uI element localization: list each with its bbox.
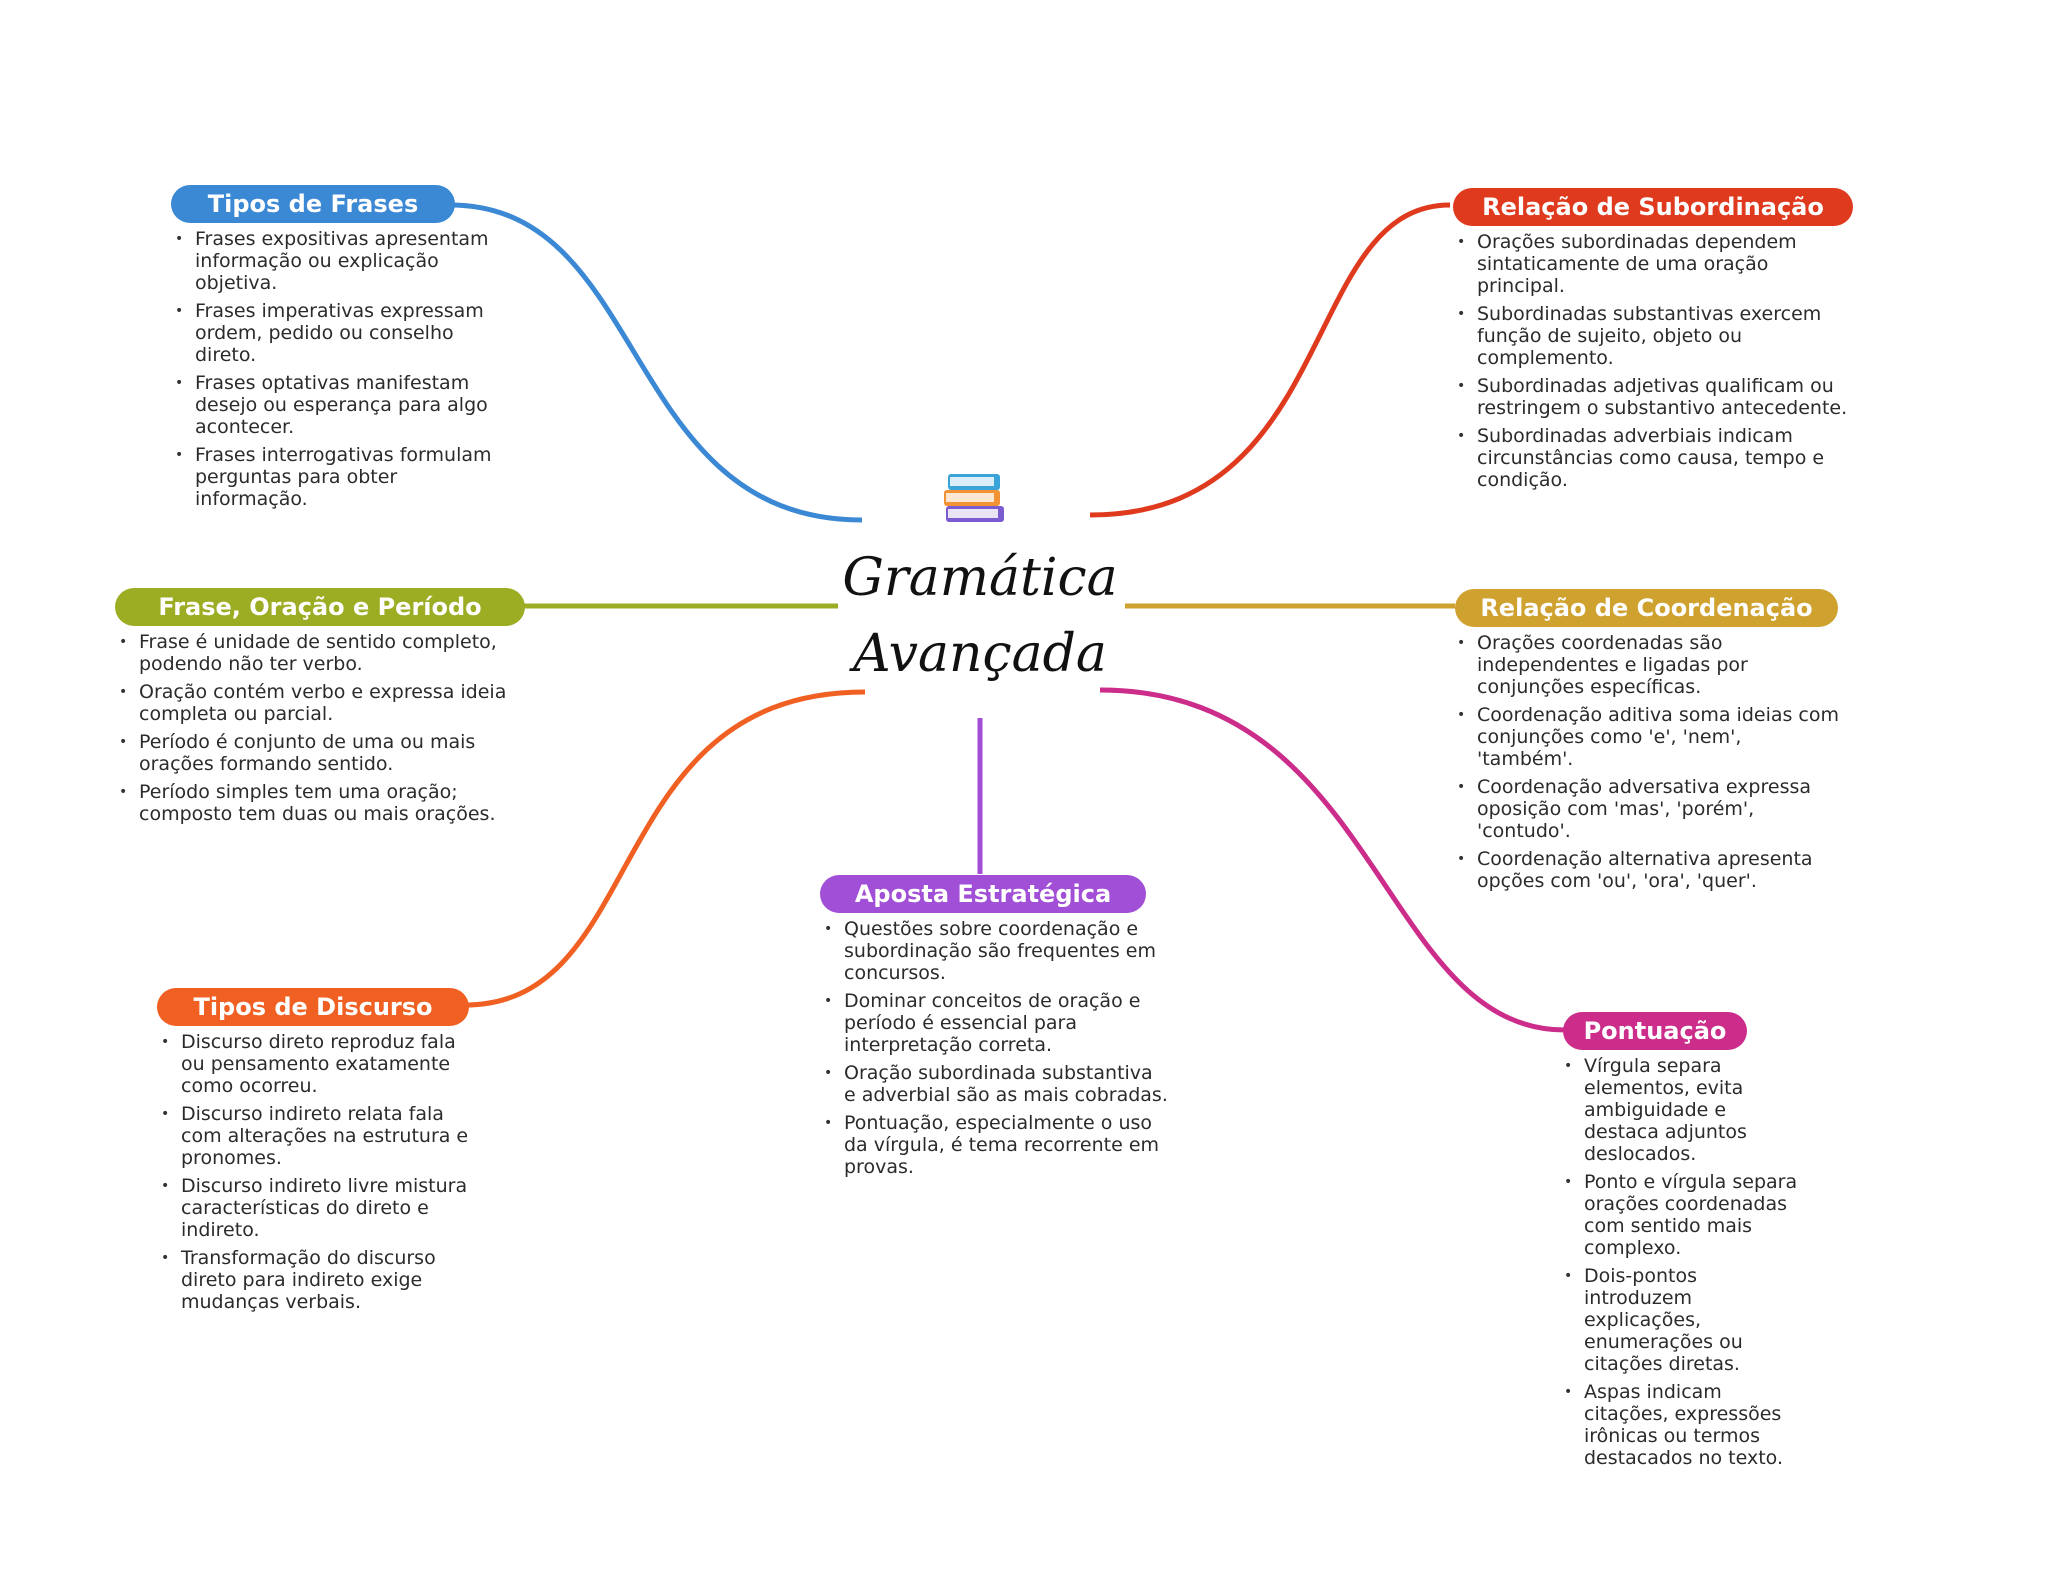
central-title-line2: Avançada (853, 624, 1107, 684)
note-item: Oração contém verbo e expressa ideia com… (115, 681, 515, 725)
notes-tipos-de-frases: Frases expositivas apresentam informação… (171, 228, 501, 516)
note-item: Ponto e vírgula separa orações coordenad… (1560, 1171, 1800, 1259)
notes-relacao-subordinacao: Orações subordinadas dependem sintaticam… (1453, 231, 1848, 497)
note-item: Orações coordenadas são independentes e … (1453, 632, 1843, 698)
note-item: Questões sobre coordenação e subordinaçã… (820, 918, 1170, 984)
note-item: Dois-pontos introduzem explicações, enum… (1560, 1265, 1800, 1375)
topic-tipos-de-frases[interactable]: Tipos de Frases (171, 185, 455, 223)
connector-relacao-subordinacao (1089, 202, 1451, 518)
note-item: Subordinadas adjetivas qualificam ou res… (1453, 375, 1848, 419)
books-icon (944, 474, 1004, 522)
central-title: Gramática Avançada (820, 540, 1140, 692)
note-item: Discurso indireto relata fala com altera… (157, 1103, 477, 1169)
central-title-line1: Gramática (842, 548, 1118, 608)
note-item: Orações subordinadas dependem sintaticam… (1453, 231, 1848, 297)
note-item: Subordinadas substantivas exercem função… (1453, 303, 1848, 369)
note-item: Período é conjunto de uma ou mais oraçõe… (115, 731, 515, 775)
note-item: Aspas indicam citações, expressões irôni… (1560, 1381, 1800, 1469)
note-item: Subordinadas adverbiais indicam circunst… (1453, 425, 1848, 491)
topic-aposta-estrategica[interactable]: Aposta Estratégica (820, 875, 1146, 913)
topic-pontuacao[interactable]: Pontuação (1563, 1012, 1747, 1050)
topic-relacao-coordenacao[interactable]: Relação de Coordenação (1455, 589, 1838, 627)
note-item: Discurso direto reproduz fala ou pensame… (157, 1031, 477, 1097)
note-item: Coordenação adversativa expressa oposiçã… (1453, 776, 1843, 842)
notes-aposta-estrategica: Questões sobre coordenação e subordinaçã… (820, 918, 1170, 1184)
note-item: Coordenação alternativa apresenta opções… (1453, 848, 1843, 892)
note-item: Coordenação aditiva soma ideias com conj… (1453, 704, 1843, 770)
notes-tipos-de-discurso: Discurso direto reproduz fala ou pensame… (157, 1031, 477, 1319)
topic-tipos-de-discurso[interactable]: Tipos de Discurso (157, 988, 469, 1026)
topic-frase-oracao-periodo[interactable]: Frase, Oração e Período (115, 588, 525, 626)
note-item: Vírgula separa elementos, evita ambiguid… (1560, 1055, 1800, 1165)
note-item: Frases expositivas apresentam informação… (171, 228, 501, 294)
note-item: Período simples tem uma oração; composto… (115, 781, 515, 825)
connector-tipos-de-discurso (464, 689, 866, 1008)
connector-tipos-de-frases (449, 202, 863, 523)
central-topic[interactable]: Gramática Avançada (820, 462, 1140, 692)
note-item: Oração subordinada substantiva e adverbi… (820, 1062, 1170, 1106)
notes-pontuacao: Vírgula separa elementos, evita ambiguid… (1560, 1055, 1800, 1475)
notes-frase-oracao-periodo: Frase é unidade de sentido completo, pod… (115, 631, 515, 831)
note-item: Frases imperativas expressam ordem, pedi… (171, 300, 501, 366)
note-item: Dominar conceitos de oração e período é … (820, 990, 1170, 1056)
connector-pontuacao (1099, 687, 1566, 1033)
note-item: Pontuação, especialmente o uso da vírgul… (820, 1112, 1170, 1178)
notes-relacao-coordenacao: Orações coordenadas são independentes e … (1453, 632, 1843, 898)
note-item: Frases interrogativas formulam perguntas… (171, 444, 501, 510)
note-item: Transformação do discurso direto para in… (157, 1247, 477, 1313)
note-item: Discurso indireto livre mistura caracter… (157, 1175, 477, 1241)
topic-relacao-subordinacao[interactable]: Relação de Subordinação (1453, 188, 1853, 226)
note-item: Frase é unidade de sentido completo, pod… (115, 631, 515, 675)
note-item: Frases optativas manifestam desejo ou es… (171, 372, 501, 438)
